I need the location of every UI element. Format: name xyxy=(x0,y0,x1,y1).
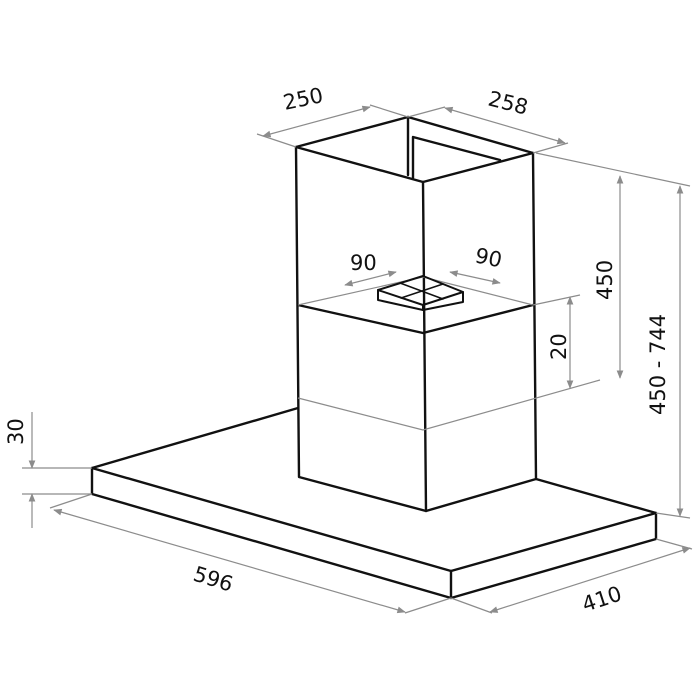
label-canopy-depth: 410 xyxy=(579,582,625,617)
label-total-height: 450 - 744 xyxy=(646,314,670,415)
canopy xyxy=(90,406,658,600)
label-chimney-upper-height: 450 xyxy=(593,260,617,300)
label-canopy-width: 596 xyxy=(191,562,236,597)
label-canopy-thickness: 30 xyxy=(4,418,28,445)
dimension-lines xyxy=(22,104,693,614)
chimney xyxy=(294,115,601,513)
label-chimney-depth: 258 xyxy=(486,87,531,120)
label-chimney-width: 250 xyxy=(281,83,325,115)
label-vent-depth: 90 xyxy=(473,243,504,272)
label-vent-width: 90 xyxy=(350,251,377,275)
label-overlap: 20 xyxy=(547,333,571,360)
vent-outlet xyxy=(377,275,464,311)
